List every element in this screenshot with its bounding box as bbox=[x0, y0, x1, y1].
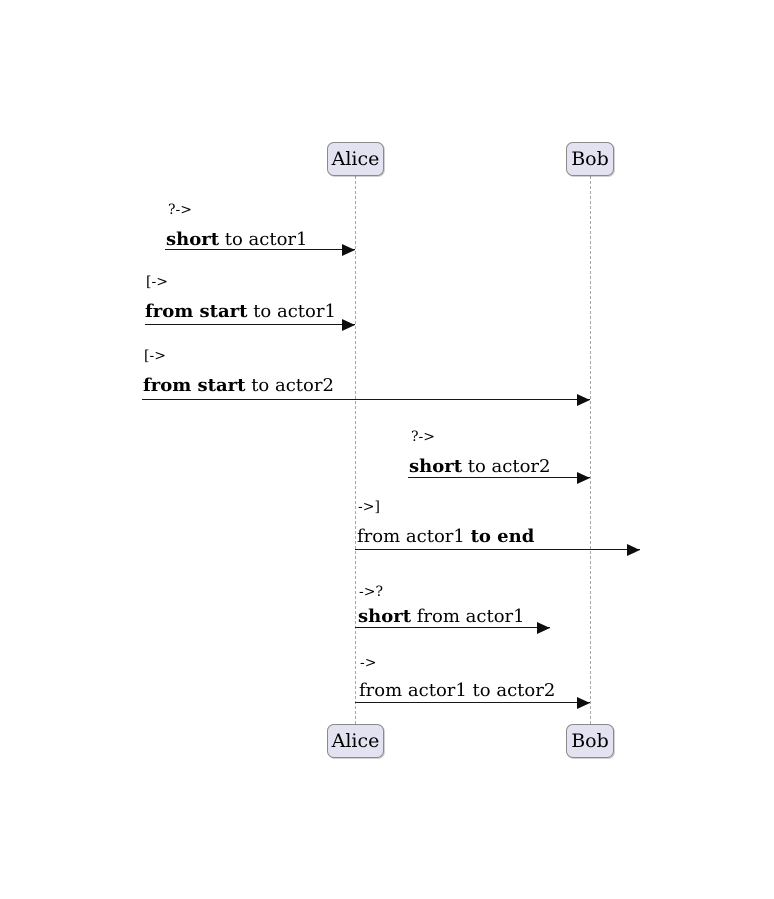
message-caption-m2: [-> bbox=[146, 274, 168, 290]
message-label-part: short bbox=[358, 606, 412, 627]
message-label-m7: from actor1 to actor2 bbox=[359, 682, 555, 700]
message-line-m7 bbox=[355, 702, 590, 703]
message-line-m3 bbox=[142, 399, 590, 400]
message-caption-m5: ->] bbox=[358, 499, 380, 515]
message-line-m4 bbox=[408, 477, 590, 478]
message-label-part: from start bbox=[143, 375, 246, 396]
participant-label: Alice bbox=[331, 147, 380, 170]
message-line-m1 bbox=[165, 249, 355, 250]
message-label-m2: from start to actor1 bbox=[145, 303, 336, 321]
message-caption-m4: ?-> bbox=[411, 429, 435, 445]
message-line-m2 bbox=[145, 324, 355, 325]
message-label-part: short bbox=[409, 456, 463, 477]
participant-alice-bottom[interactable]: Alice bbox=[327, 724, 384, 758]
participant-label: Alice bbox=[331, 729, 380, 752]
message-label-part: short bbox=[166, 229, 220, 250]
message-label-part: from actor1 to actor2 bbox=[359, 680, 556, 701]
message-label-m4: short to actor2 bbox=[409, 458, 550, 476]
lifeline-alice bbox=[355, 176, 356, 724]
message-label-part: to actor1 bbox=[247, 301, 336, 322]
arrowhead-icon-m7 bbox=[577, 697, 590, 709]
message-label-m5: from actor1 to end bbox=[357, 528, 534, 546]
message-label-part: from actor1 bbox=[357, 526, 471, 547]
message-label-part: to actor1 bbox=[219, 229, 308, 250]
lifeline-bob bbox=[590, 176, 591, 724]
participant-alice-top[interactable]: Alice bbox=[327, 142, 384, 176]
message-caption-m7: -> bbox=[360, 655, 377, 671]
message-label-part: from actor1 bbox=[411, 606, 525, 627]
message-label-m6: short from actor1 bbox=[358, 608, 525, 626]
arrowhead-icon-m5 bbox=[627, 544, 640, 556]
message-line-m5 bbox=[355, 549, 640, 550]
message-caption-m6: ->? bbox=[359, 584, 383, 600]
participant-label: Bob bbox=[571, 729, 609, 752]
message-label-part: to actor2 bbox=[245, 375, 334, 396]
message-label-part: to end bbox=[470, 526, 535, 547]
message-label-part: to actor2 bbox=[462, 456, 551, 477]
message-line-m6 bbox=[355, 627, 550, 628]
arrowhead-icon-m3 bbox=[577, 394, 590, 406]
arrowhead-icon-m1 bbox=[342, 244, 355, 256]
message-caption-m1: ?-> bbox=[168, 202, 192, 218]
message-label-m3: from start to actor2 bbox=[143, 377, 334, 395]
participant-bob-bottom[interactable]: Bob bbox=[566, 724, 614, 758]
participant-label: Bob bbox=[571, 147, 609, 170]
arrowhead-icon-m4 bbox=[577, 472, 590, 484]
message-label-m1: short to actor1 bbox=[166, 231, 307, 249]
arrowhead-icon-m6 bbox=[537, 622, 550, 634]
arrowhead-icon-m2 bbox=[342, 319, 355, 331]
participant-bob-top[interactable]: Bob bbox=[566, 142, 614, 176]
message-caption-m3: [-> bbox=[144, 348, 166, 364]
message-label-part: from start bbox=[145, 301, 248, 322]
